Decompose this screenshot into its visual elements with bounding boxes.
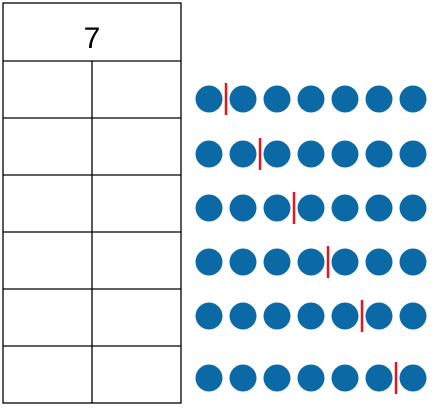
answer-cell[interactable] — [93, 176, 180, 231]
counter-dot — [297, 85, 325, 113]
counter-dot — [365, 248, 393, 276]
counter-dot — [365, 302, 393, 330]
answer-cell[interactable] — [93, 62, 180, 117]
counter-dot — [399, 302, 427, 330]
dot-row — [195, 192, 427, 224]
dot-row — [195, 362, 427, 394]
dot-row — [195, 246, 427, 278]
counter-dot — [195, 364, 223, 392]
dot-row — [195, 300, 427, 332]
answer-cell[interactable] — [4, 290, 91, 345]
counter-dot — [229, 140, 257, 168]
counter-dot — [331, 248, 359, 276]
counter-dot — [229, 302, 257, 330]
answer-cell[interactable] — [93, 119, 180, 174]
counter-dot — [297, 364, 325, 392]
counter-dot — [297, 194, 325, 222]
counter-dot — [263, 194, 291, 222]
counter-dot — [365, 85, 393, 113]
answer-cell[interactable] — [93, 347, 180, 402]
counter-dot — [263, 85, 291, 113]
counter-dot — [195, 140, 223, 168]
counter-dot — [297, 302, 325, 330]
counter-dot — [331, 302, 359, 330]
answer-cell[interactable] — [4, 119, 91, 174]
counter-dot — [365, 364, 393, 392]
counter-dot — [263, 302, 291, 330]
split-table — [2, 2, 182, 404]
counter-dot — [331, 85, 359, 113]
header-number: 7 — [84, 22, 101, 55]
counter-dot — [195, 85, 223, 113]
counter-dot — [331, 140, 359, 168]
counter-dot — [399, 364, 427, 392]
counter-dot — [399, 248, 427, 276]
dot-row — [195, 83, 427, 115]
counter-dot — [399, 85, 427, 113]
counter-dot — [297, 140, 325, 168]
counter-dot — [195, 194, 223, 222]
dot-rows — [195, 83, 427, 394]
counter-dot — [229, 364, 257, 392]
counter-dot — [229, 194, 257, 222]
answer-cell[interactable] — [4, 347, 91, 402]
answer-cell[interactable] — [4, 62, 91, 117]
counter-dot — [365, 140, 393, 168]
counter-dot — [331, 194, 359, 222]
counter-dot — [365, 194, 393, 222]
counter-dot — [229, 248, 257, 276]
counter-dot — [331, 364, 359, 392]
answer-cell[interactable] — [93, 233, 180, 288]
counter-dot — [399, 194, 427, 222]
counter-dot — [263, 140, 291, 168]
answer-cell[interactable] — [93, 290, 180, 345]
counter-dot — [263, 364, 291, 392]
counter-dot — [229, 85, 257, 113]
counter-dot — [399, 140, 427, 168]
counter-dot — [263, 248, 291, 276]
answer-cell[interactable] — [4, 233, 91, 288]
answer-cell[interactable] — [4, 176, 91, 231]
counter-dot — [195, 248, 223, 276]
counter-dot — [297, 248, 325, 276]
counter-dot — [195, 302, 223, 330]
dot-row — [195, 138, 427, 170]
